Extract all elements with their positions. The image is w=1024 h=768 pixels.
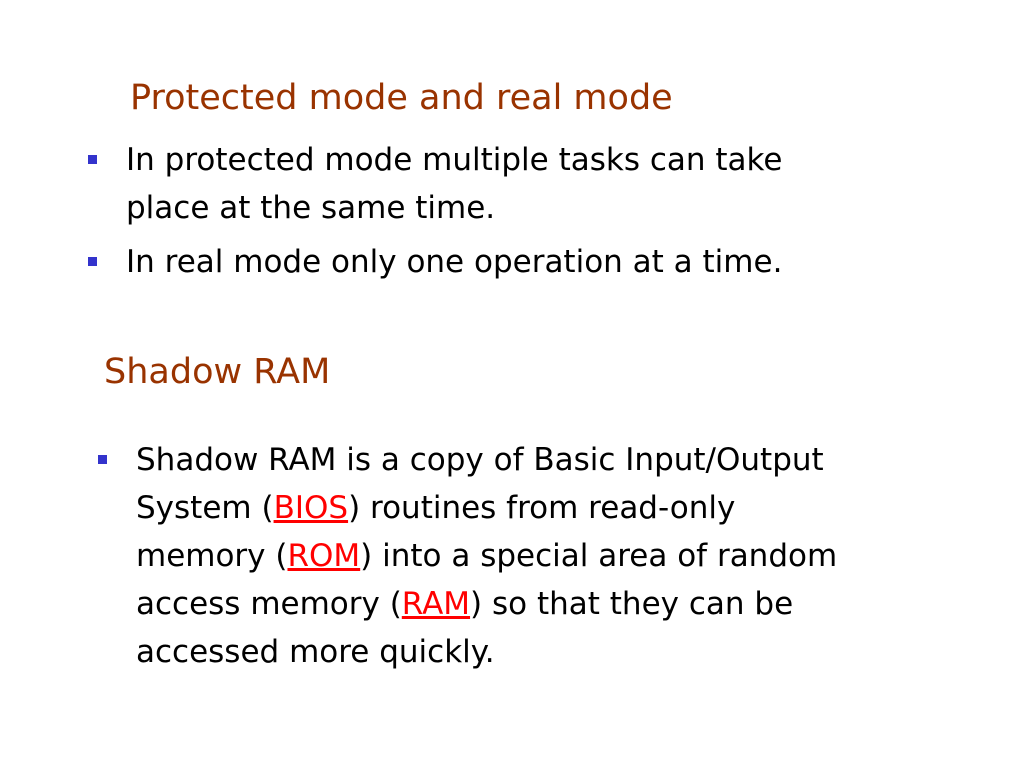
list-item: In real mode only one operation at a tim…	[88, 238, 988, 286]
section-title-protected-mode: Protected mode and real mode	[130, 78, 673, 118]
protected-mode-bullet-list: In protected mode multiple tasks can tak…	[88, 136, 988, 286]
text-segment: Shadow RAM is a copy of Basic Input/Outp…	[136, 442, 824, 478]
text-segment: memory (	[136, 538, 288, 574]
paragraph-line: accessed more quickly.	[136, 628, 998, 676]
paragraph-line: System (BIOS) routines from read-only	[136, 484, 998, 532]
bios-link[interactable]: BIOS	[273, 490, 349, 526]
paragraph-line: access memory (RAM) so that they can be	[136, 580, 998, 628]
paragraph-line: Shadow RAM is a copy of Basic Input/Outp…	[136, 436, 998, 484]
paragraph-line: memory (ROM) into a special area of rand…	[136, 532, 998, 580]
bullet-text-line: In real mode only one operation at a tim…	[126, 244, 783, 280]
text-segment: ) routines from read-only	[348, 490, 736, 526]
square-bullet-icon	[88, 155, 97, 164]
bullet-text-line: In protected mode multiple tasks can tak…	[126, 142, 783, 178]
square-bullet-icon	[98, 455, 107, 464]
list-item: Shadow RAM is a copy of Basic Input/Outp…	[98, 436, 998, 676]
list-item: In protected mode multiple tasks can tak…	[88, 136, 988, 232]
ram-link[interactable]: RAM	[401, 586, 471, 622]
bullet-text-line: place at the same time.	[126, 190, 496, 226]
shadow-ram-bullet-list: Shadow RAM is a copy of Basic Input/Outp…	[98, 436, 998, 676]
text-segment: ) so that they can be	[470, 586, 794, 622]
square-bullet-icon	[88, 257, 97, 266]
text-segment: access memory (	[136, 586, 402, 622]
text-segment: System (	[136, 490, 274, 526]
section-title-shadow-ram: Shadow RAM	[104, 352, 331, 392]
rom-link[interactable]: ROM	[287, 538, 361, 574]
text-segment: accessed more quickly.	[136, 634, 495, 670]
text-segment: ) into a special area of random	[360, 538, 838, 574]
